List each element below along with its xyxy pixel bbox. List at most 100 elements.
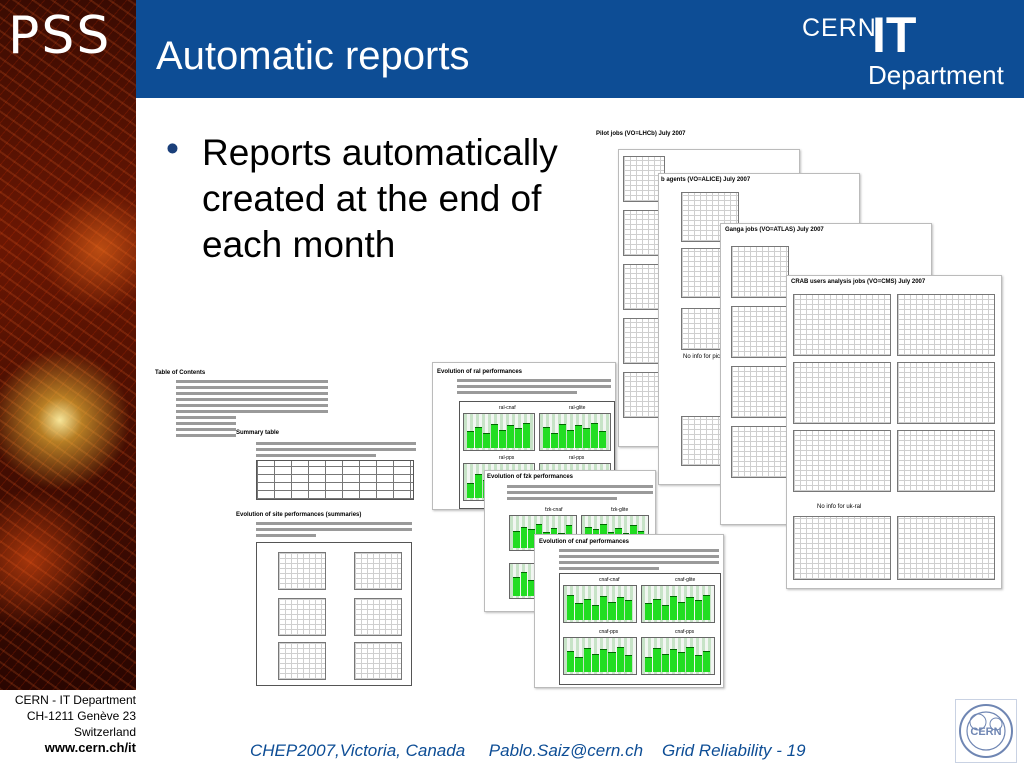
cnaf-chart-label: cnaf-glite [675,577,696,583]
chart-bar [483,433,490,448]
lhcb-thumb [623,156,665,202]
footer-org-line: Switzerland [73,725,136,739]
site-perf-text [256,528,412,531]
chart-bar [491,424,498,448]
chart-bar [513,577,520,596]
ral-heading: Evolution of ral performances [437,369,523,375]
bullet-text: Reports automatically created at the end… [202,132,558,265]
decorative-strip [0,0,136,690]
site-thumb [278,598,326,636]
cms-thumb [897,294,995,356]
chart-bar [616,647,624,672]
report-page-cnaf: Evolution of cnaf performances cnaf-cnaf… [534,534,724,688]
chart-bar [528,580,535,596]
chart-bar [645,657,653,672]
footer-org-line: CH-1211 Genève 23 [26,709,136,723]
chart-bar [624,655,632,672]
chart-bar [528,529,535,548]
chart-bar [600,596,608,620]
fzk-heading: Evolution of fzk performances [487,474,574,480]
chart-bar [567,651,575,672]
report-page-main: Table of Contents Summary table Evolutio… [150,362,440,688]
ral-text [457,385,611,388]
summary-heading: Summary table [236,430,280,436]
site-perf-text [256,522,412,525]
chart-bar [694,655,702,672]
report-stack: Pilot jobs (VO=LHCb) July 2007 b agents … [590,125,1010,595]
toc-line [176,416,236,419]
atlas-thumb [731,246,789,298]
chart-bar [551,433,558,448]
chart-bar [575,603,583,620]
cnaf-chart [641,585,715,623]
summary-text [256,454,376,457]
cms-thumb [897,430,995,492]
site-thumb [278,552,326,590]
chart-bar [523,423,530,448]
ral-text [457,379,611,382]
chart-bar [608,602,616,620]
report-heading-cms: CRAB users analysis jobs (VO=CMS) July 2… [791,279,926,285]
chart-bar [467,431,474,448]
chart-bar [653,648,661,672]
summary-text [256,442,416,445]
chart-bar [686,597,694,620]
chart-bar [543,427,550,448]
chart-bar [624,600,632,620]
chart-bar [575,425,582,448]
chart-bar [567,595,575,620]
cnaf-chart [641,637,715,675]
cern-word: CERN [802,14,877,42]
cnaf-heading: Evolution of cnaf performances [539,539,630,545]
bullet-marker: • [166,128,179,169]
site-thumb [354,598,402,636]
cnaf-text [559,549,719,552]
cern-emblem-icon: CERN [959,704,1013,758]
chart-bar [645,603,653,620]
toc-line [176,380,328,383]
cern-logo-text: CERN [970,726,1001,738]
footer-slide: Grid Reliability - 19 [661,741,806,760]
lhcb-thumb [623,210,665,256]
it-word: IT [872,7,917,63]
chart-bar [583,599,591,620]
department-word: Department [868,60,1004,90]
fzk-text [507,485,653,488]
report-page-ral: Evolution of ral performances ral-cnaf r… [432,362,616,510]
site-thumb [278,642,326,680]
chart-bar [507,425,514,448]
cms-thumb [793,516,891,580]
report-note-alice: No info for pic [683,354,721,360]
chart-bar [616,597,624,620]
cms-thumb [793,294,891,356]
toc-line [176,398,328,401]
ral-chart [539,413,611,451]
cnaf-text [559,555,719,558]
chart-bar [608,652,616,672]
summary-text [256,448,416,451]
cnaf-chart-label: cnaf-pps [675,629,695,635]
cnaf-chart-label: cnaf-cnaf [599,577,620,583]
chart-bar [583,648,591,672]
chart-bar [669,596,677,620]
chart-bar [702,595,710,620]
chart-bar [694,600,702,620]
cms-thumb [897,362,995,424]
chart-bar [513,531,520,548]
chart-bar [591,423,598,448]
toc-line [176,428,236,431]
footer-url[interactable]: www.cern.ch/it [44,740,136,755]
chart-bar [591,654,599,672]
toc-heading: Table of Contents [155,370,206,376]
slide-title: Automatic reports [156,34,470,78]
cern-it-logo: CERN IT Department [802,7,1012,92]
toc-line [176,404,328,407]
footer-email[interactable]: Pablo.Saiz@cern.ch [488,741,644,760]
atlas-thumb [731,306,789,358]
fzk-chart-label: fzk-cnaf [545,507,563,513]
chart-bar [475,427,482,448]
chart-bar [559,424,566,448]
chart-bar [567,430,574,448]
toc-line [176,422,236,425]
fzk-text [507,491,653,494]
